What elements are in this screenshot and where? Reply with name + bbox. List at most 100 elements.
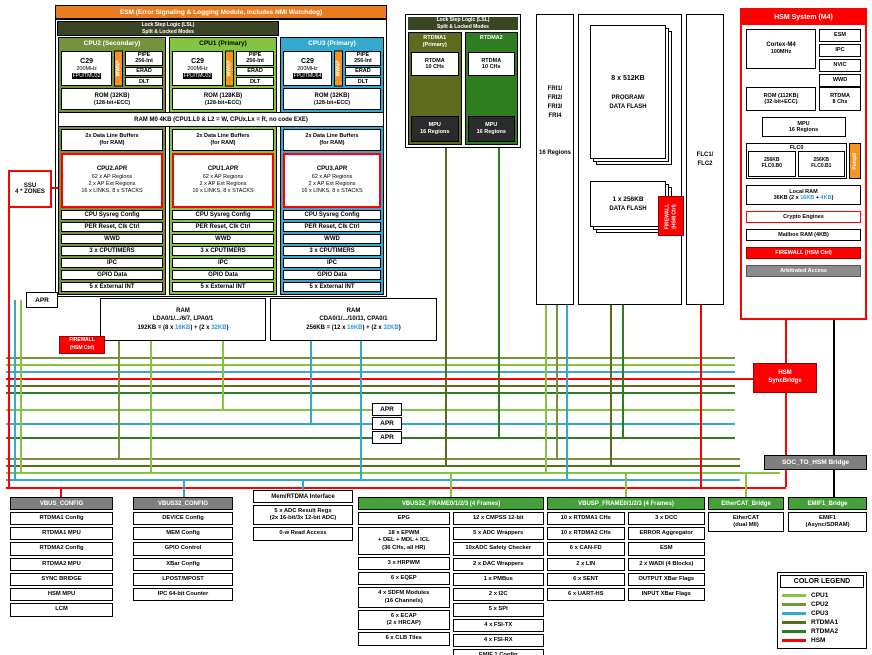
apr-line: 16 x LINKS, 8 x STACKS <box>192 187 254 194</box>
apr-line: 62 x AP Regions <box>202 173 244 180</box>
table-cell: HSM MPU <box>10 588 113 602</box>
lockstep-header-cpu: Lock Step Logic (LSL) Split & Locked Mod… <box>57 21 279 36</box>
bus-h-cpu3b <box>6 423 735 425</box>
size-kb: 16KB <box>175 324 191 331</box>
lram-title: Local RAM <box>789 188 818 195</box>
table-cell: RTDMA2 MPU <box>10 557 113 571</box>
bus-v-hsm-sync1 <box>785 320 787 363</box>
size-kb: 16KB <box>800 195 815 201</box>
firewall-line2: (HSM Ctrl) <box>671 203 677 229</box>
ram-banks: CDA0/1/.../10/11, CPA0/1 <box>319 316 388 323</box>
bus-v-cpu3 <box>310 341 312 423</box>
rom-size: ROM (112KB) <box>763 92 799 99</box>
lockstep-line1: Lock Step Logic (LSL) <box>141 22 195 28</box>
table-cell: 18 x EPWM + DEL + MDL + ICL (36 CHs, all… <box>358 527 450 555</box>
table-cell: 10 x RTDMA1 CHs <box>547 512 625 526</box>
apr-line: 2 x AP Ext Regions <box>88 180 136 187</box>
bank-name: FLC0.B1 <box>811 163 832 169</box>
apr-title: CPU1.APR <box>207 165 239 172</box>
flash-type2: DATA FLASH <box>609 103 647 110</box>
table-cell: RTDMA1 MPU <box>10 527 113 541</box>
bus-stub-vbus32frame <box>450 472 452 499</box>
bus-v-cpu3b <box>360 341 362 479</box>
data-flash-stack: 1 x 256KB DATA FLASH <box>590 181 672 233</box>
pipe-sub: 256-Int <box>135 58 153 65</box>
fpu-tmu-chip: FPU/TMU32 <box>182 73 213 80</box>
buffers-line2: (for RAM) <box>210 139 236 146</box>
cpu-config-row: GPIO Data <box>61 269 163 280</box>
cpu2-c29-core: C29 200MHz FPU/TMU32 <box>61 50 113 87</box>
bus-h-cpu1c <box>6 472 780 474</box>
legend-color-line <box>782 639 806 642</box>
size-part: ) + (2 x <box>190 324 212 331</box>
bus-h-cpu2 <box>6 357 735 359</box>
apr-line: 2 x AP Ext Regions <box>308 180 356 187</box>
title-line: RTDMA2 <box>479 35 503 41</box>
esm-banner: ESM (Error Signaling & Logging Module, I… <box>55 5 387 19</box>
cpu3-rom: ROM (32KB)(128-bit+ECC) <box>283 88 381 111</box>
lockstep-header-rtdma: Lock Step Logic (LSL) Split & Locked Mod… <box>408 17 518 30</box>
table-cell: 10 x RTDMA2 CHs <box>547 527 625 541</box>
table-cell: DEVICE Config <box>133 512 233 526</box>
apr-line: 16 x LINKS, 8 x STACKS <box>81 187 143 194</box>
pipe-sub: 256-Int <box>354 58 372 65</box>
firewall-line1: FIREWALL <box>69 337 95 343</box>
legend-color-line <box>782 594 806 597</box>
cpu1-apr: CPU1.APR 62 x AP Regions 2 x AP Ext Regi… <box>172 152 274 208</box>
cpu2-title: CPU2 (Secondary) <box>83 40 141 47</box>
pipe-sub: 256-Int <box>246 58 264 65</box>
rom-ecc: (128-bit+ECC) <box>93 99 131 106</box>
size-part: 192KB = (8 x <box>137 324 175 331</box>
table-cell: 6 x EQEP <box>358 572 450 586</box>
bank-size: 256KB <box>763 157 780 164</box>
erad-box: ERAD <box>344 66 381 76</box>
hsm-side-box: WWD <box>819 74 861 87</box>
table-rows: EtherCAT (dual MII) <box>708 512 784 533</box>
cpu1-title: CPU1 (Primary) <box>199 40 247 47</box>
bus-ssu-stub <box>50 187 58 189</box>
bus-v-left-cpu1 <box>20 300 22 472</box>
cpu-config-row: 3 x CPUTIMERS <box>283 245 381 256</box>
erad-box: ERAD <box>236 66 274 76</box>
hsm-side-box: IPC <box>819 44 861 57</box>
flash-type1: PROGRAM/ <box>611 94 645 101</box>
rom-ecc: (32-bit+ECC) <box>764 99 798 105</box>
bus-h-cpu3 <box>6 371 735 373</box>
bus-h-cpu1 <box>6 364 735 366</box>
data-flash-box: 1 x 256KB DATA FLASH <box>590 181 666 227</box>
cpu3-line-buffers: 2x Data Line Buffers(for RAM) <box>283 128 381 151</box>
size-part: + <box>814 195 821 201</box>
mpu-line: MPU <box>428 121 441 128</box>
bus-h-hsmc <box>6 487 786 489</box>
rom-size: ROM (32KB) <box>94 92 130 99</box>
bus-v-cpu1 <box>150 341 152 472</box>
lockstep-line2: Split & Locked Modes <box>142 28 194 35</box>
size-kb: 32KB <box>211 324 227 331</box>
bus-stub-vbusconfig <box>60 487 62 499</box>
mailbox-ram: Mailbox RAM (4KB) <box>746 229 861 241</box>
size-part: ) <box>226 324 229 331</box>
mpu-line: MPU <box>797 120 810 127</box>
ram-cda-block: RAM CDA0/1/.../10/11, CPA0/1 256KB = (12… <box>270 298 437 341</box>
mpu-line: MPU <box>485 121 498 128</box>
legend-color-line <box>782 603 806 606</box>
lram-size-line: 36KB (2 x 16KB + 4KB) <box>747 195 860 201</box>
rom-size: ROM (128KB) <box>203 92 243 99</box>
bus-v-soc-bridge <box>833 320 835 455</box>
bus-v-rtdma1 <box>445 148 447 465</box>
